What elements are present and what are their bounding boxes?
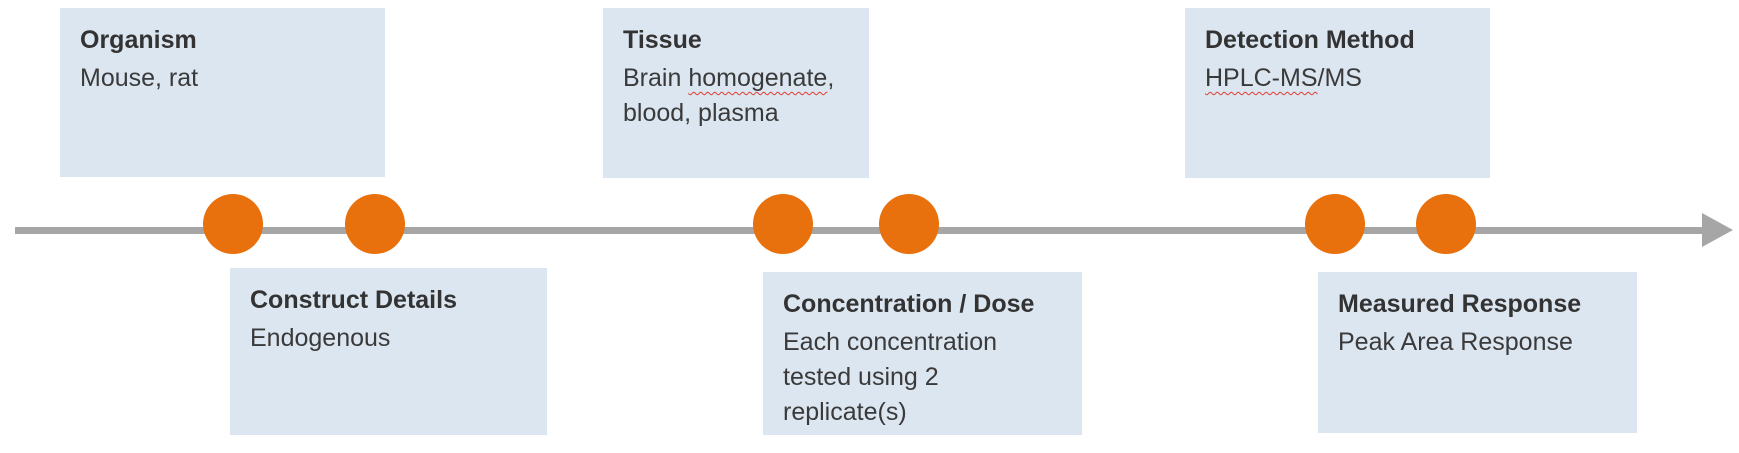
tissue-body-post: , blood, plasma bbox=[623, 64, 835, 127]
concentration-dose-title: Concentration / Dose bbox=[783, 290, 1035, 318]
detection-method-title: Detection Method bbox=[1205, 26, 1415, 54]
tissue-body-spellcheck-flagged: homogenate bbox=[688, 64, 828, 92]
timeline-dot-6 bbox=[1416, 194, 1476, 254]
tissue-title: Tissue bbox=[623, 26, 702, 54]
measured-response-body-text: Peak Area Response bbox=[1338, 328, 1573, 356]
timeline-dot-2 bbox=[345, 194, 405, 254]
info-box-organism: Organism Mouse, rat bbox=[60, 8, 385, 177]
timeline-dot-5 bbox=[1305, 194, 1365, 254]
detection-body-post: /MS bbox=[1317, 64, 1362, 92]
info-box-tissue: Tissue Brain homogenate, blood, plasma bbox=[603, 8, 869, 178]
info-box-measured-response: Measured Response Peak Area Response bbox=[1318, 272, 1637, 433]
timeline-dot-1 bbox=[203, 194, 263, 254]
concentration-dose-body-text: Each concentration tested using 2 replic… bbox=[783, 328, 998, 426]
tissue-body-pre: Brain bbox=[623, 64, 689, 92]
organism-title: Organism bbox=[80, 26, 197, 54]
measured-response-body: Peak Area Response bbox=[1338, 325, 1617, 360]
organism-body-text: Mouse, rat bbox=[80, 64, 199, 92]
tissue-body: Brain homogenate, blood, plasma bbox=[623, 61, 849, 131]
detection-body-spellcheck-flagged: HPLC-MS bbox=[1205, 64, 1318, 92]
construct-details-body: Endogenous bbox=[250, 321, 527, 356]
timeline-dot-3 bbox=[753, 194, 813, 254]
info-box-detection-method: Detection Method HPLC-MS/MS bbox=[1185, 8, 1490, 178]
organism-body: Mouse, rat bbox=[80, 61, 365, 96]
detection-method-body: HPLC-MS/MS bbox=[1205, 61, 1470, 96]
info-box-concentration-dose: Concentration / Dose Each concentration … bbox=[763, 272, 1082, 435]
concentration-dose-body: Each concentration tested using 2 replic… bbox=[783, 325, 1062, 430]
info-box-construct-details: Construct Details Endogenous bbox=[230, 268, 547, 435]
construct-details-title: Construct Details bbox=[250, 286, 457, 314]
measured-response-title: Measured Response bbox=[1338, 290, 1582, 318]
construct-details-body-text: Endogenous bbox=[250, 324, 391, 352]
timeline-dot-4 bbox=[879, 194, 939, 254]
timeline-arrowhead-icon bbox=[1702, 213, 1733, 247]
timeline-line bbox=[15, 227, 1705, 234]
